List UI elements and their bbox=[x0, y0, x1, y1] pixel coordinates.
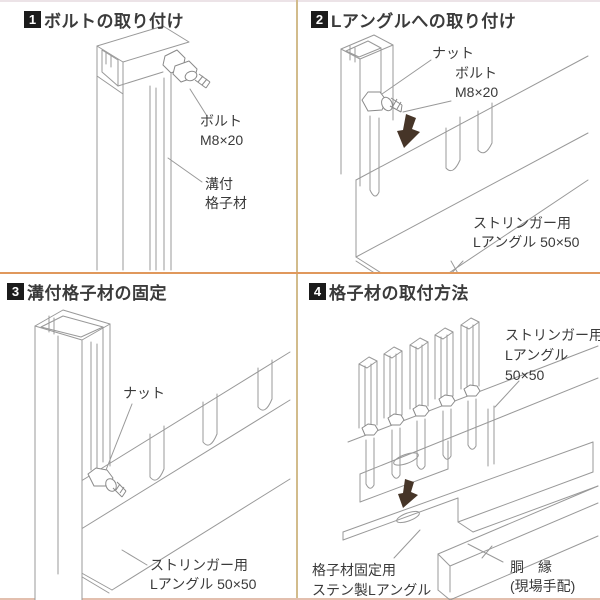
label-bolt: ボルト M8×20 bbox=[200, 112, 243, 150]
label-line: M8×20 bbox=[200, 132, 244, 148]
l-angle-attachment-diagram bbox=[340, 34, 589, 272]
leader-lines bbox=[167, 88, 208, 183]
label-fixing-angle: 格子材固定用 ステン製Lアングル bbox=[312, 560, 431, 600]
label-stringer-angle: ストリンガー用 Lアングル 50×50 bbox=[150, 556, 256, 594]
label-line: 溝付 bbox=[205, 176, 233, 192]
grooved-post-body bbox=[96, 73, 172, 271]
label-line: 格子材固定用 bbox=[312, 562, 396, 578]
panel-l-angle-attachment: 2 Lアングルへの取り付け bbox=[298, 2, 600, 272]
label-line: ステン製Lアングル bbox=[312, 582, 432, 598]
grooved-lattice-fixing-diagram bbox=[34, 309, 291, 600]
label-line: ナット bbox=[123, 385, 165, 401]
leader-lines bbox=[105, 403, 148, 566]
grooved-post-top bbox=[96, 25, 190, 95]
label-line: Lアングル 50×50 bbox=[150, 576, 257, 592]
step-number-badge: 1 bbox=[24, 11, 41, 28]
slot bbox=[477, 102, 493, 154]
grooved-posts bbox=[358, 317, 480, 429]
vertical-divider bbox=[296, 0, 298, 600]
step-title: 溝付格子材の固定 bbox=[27, 284, 167, 303]
step-title: Lアングルへの取り付け bbox=[331, 12, 517, 31]
down-arrow-icon bbox=[397, 114, 420, 148]
step-number-badge: 3 bbox=[7, 283, 24, 300]
bolt-attachment-diagram bbox=[96, 25, 211, 271]
label-stringer-angle: ストリンガー用 Lアングル 50×50 bbox=[473, 214, 579, 252]
panel-3-header: 3 溝付格子材の固定 bbox=[7, 279, 167, 304]
label-stringer-angle: ストリンガー用 Lアングル 50×50 bbox=[505, 325, 600, 385]
label-line: ストリンガー用 bbox=[505, 327, 600, 343]
nuts bbox=[361, 384, 481, 436]
label-line: M8×20 bbox=[455, 84, 499, 100]
nut-and-bolt bbox=[361, 91, 403, 113]
grooved-post bbox=[340, 34, 394, 187]
leader-lines bbox=[381, 59, 452, 113]
stainless-fixing-angle bbox=[342, 441, 599, 541]
label-bolt: ボルト M8×20 bbox=[455, 64, 498, 102]
down-arrow-icon bbox=[398, 479, 418, 508]
label-line: ストリンガー用 bbox=[150, 557, 248, 573]
label-line: (現場手配) bbox=[510, 578, 576, 594]
label-nut: ナット bbox=[123, 384, 165, 403]
horizontal-divider bbox=[0, 272, 600, 274]
slot bbox=[202, 393, 218, 446]
label-line: ボルト bbox=[200, 113, 242, 129]
top-edge-line bbox=[0, 0, 600, 2]
panel-bolt-attachment: 1 ボルトの取り付け bbox=[0, 2, 296, 272]
step-number-badge: 4 bbox=[309, 283, 326, 300]
hanging-rods bbox=[365, 398, 495, 489]
lattice-mounting-diagram bbox=[342, 317, 599, 600]
label-line: ナット bbox=[432, 45, 474, 61]
label-line: ボルト bbox=[455, 65, 497, 81]
label-grooved-lattice: 溝付 格子材 bbox=[205, 175, 247, 213]
grooved-post bbox=[34, 309, 111, 600]
label-line: Lアングル 50×50 bbox=[473, 234, 580, 250]
panel-lattice-mounting-method: 4 格子材の取付方法 bbox=[298, 274, 600, 600]
label-furring: 胴 縁 (現場手配) bbox=[510, 558, 575, 596]
panel-4-header: 4 格子材の取付方法 bbox=[309, 279, 469, 304]
panel-grooved-lattice-fixing: 3 溝付格子材の固定 bbox=[0, 274, 296, 600]
label-line: 格子材 bbox=[205, 195, 247, 211]
leader-lines bbox=[393, 380, 520, 563]
slot bbox=[445, 116, 461, 172]
slot bbox=[257, 359, 273, 411]
label-line: Lアングル bbox=[505, 347, 569, 363]
slot bbox=[149, 425, 165, 481]
label-line: 50×50 bbox=[505, 367, 545, 383]
bolt-assembly bbox=[162, 49, 211, 89]
stringer-l-angle bbox=[355, 55, 589, 272]
furring-strip bbox=[437, 485, 599, 600]
bottom-edge-line bbox=[0, 598, 600, 600]
label-line: ストリンガー用 bbox=[473, 215, 571, 231]
hanging-rod bbox=[369, 115, 380, 197]
label-line: 胴 縁 bbox=[510, 559, 552, 575]
step-title: ボルトの取り付け bbox=[44, 12, 184, 31]
step-number-badge: 2 bbox=[311, 11, 328, 28]
stringer-l-angle bbox=[43, 351, 291, 594]
panel-1-header: 1 ボルトの取り付け bbox=[24, 7, 184, 32]
label-nut: ナット bbox=[432, 44, 474, 63]
step-title: 格子材の取付方法 bbox=[329, 284, 469, 303]
nut-and-bolt bbox=[87, 467, 127, 498]
panel-2-header: 2 Lアングルへの取り付け bbox=[311, 7, 516, 32]
